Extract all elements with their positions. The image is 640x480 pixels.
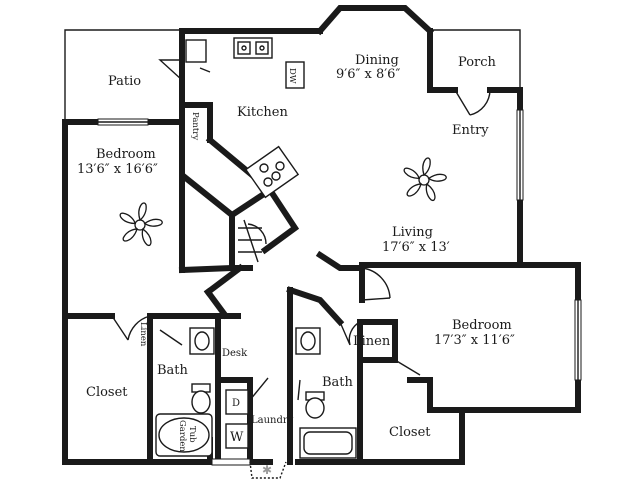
laundry-fixtures (225, 389, 249, 449)
room-label-bedroom-1: Bedroom (96, 147, 156, 162)
room-label-linen-2: Linen (353, 334, 391, 349)
room-label-closet-1: Closet (86, 385, 128, 400)
room-size-bedroom-1: 13′6″ x 16′6″ (77, 162, 158, 177)
fixture-label-tub: Tub (187, 426, 197, 443)
fan-icon (403, 157, 447, 202)
room-size-living: 17′6″ x 13′ (382, 240, 450, 255)
room-label-entry: Entry (452, 123, 489, 138)
bath-fixtures (155, 327, 357, 459)
stairs (238, 219, 267, 263)
front-step: ✱ (249, 461, 287, 479)
room-label-kitchen: Kitchen (237, 105, 288, 120)
appliance-label-dryer: D (232, 398, 240, 409)
room-label-living: Living (392, 225, 433, 240)
patio-outline (64, 29, 182, 122)
room-label-dining: Dining (355, 53, 399, 68)
room-label-bath-1: Bath (157, 363, 189, 378)
room-label-bath-2: Bath (322, 375, 354, 390)
room-label-porch: Porch (458, 55, 497, 70)
room-label-linen-1: Linen (138, 322, 148, 347)
room-label-closet-2: Closet (389, 425, 431, 440)
svg-text:✱: ✱ (262, 463, 272, 477)
room-size-dining: 9′6″ x 8′6″ (336, 67, 400, 82)
room-label-pantry: Pantry (190, 112, 200, 140)
room-label-laundry: Laundry (251, 415, 294, 426)
room-label-desk: Desk (222, 348, 248, 359)
appliance-label-washer: W (230, 430, 244, 445)
room-label-bedroom-2: Bedroom (452, 318, 512, 333)
room-size-bedroom-2: 17′3″ x 11′6″ (434, 333, 515, 348)
appliance-label-dishwasher: DW (287, 68, 297, 84)
fixture-label-garden: Garden (177, 420, 187, 452)
porch-outline (430, 29, 521, 92)
windows (97, 109, 582, 466)
fan-icon (119, 202, 163, 247)
kitchen-fixtures (185, 37, 305, 199)
door-swings (111, 59, 491, 401)
room-label-patio: Patio (108, 74, 141, 89)
